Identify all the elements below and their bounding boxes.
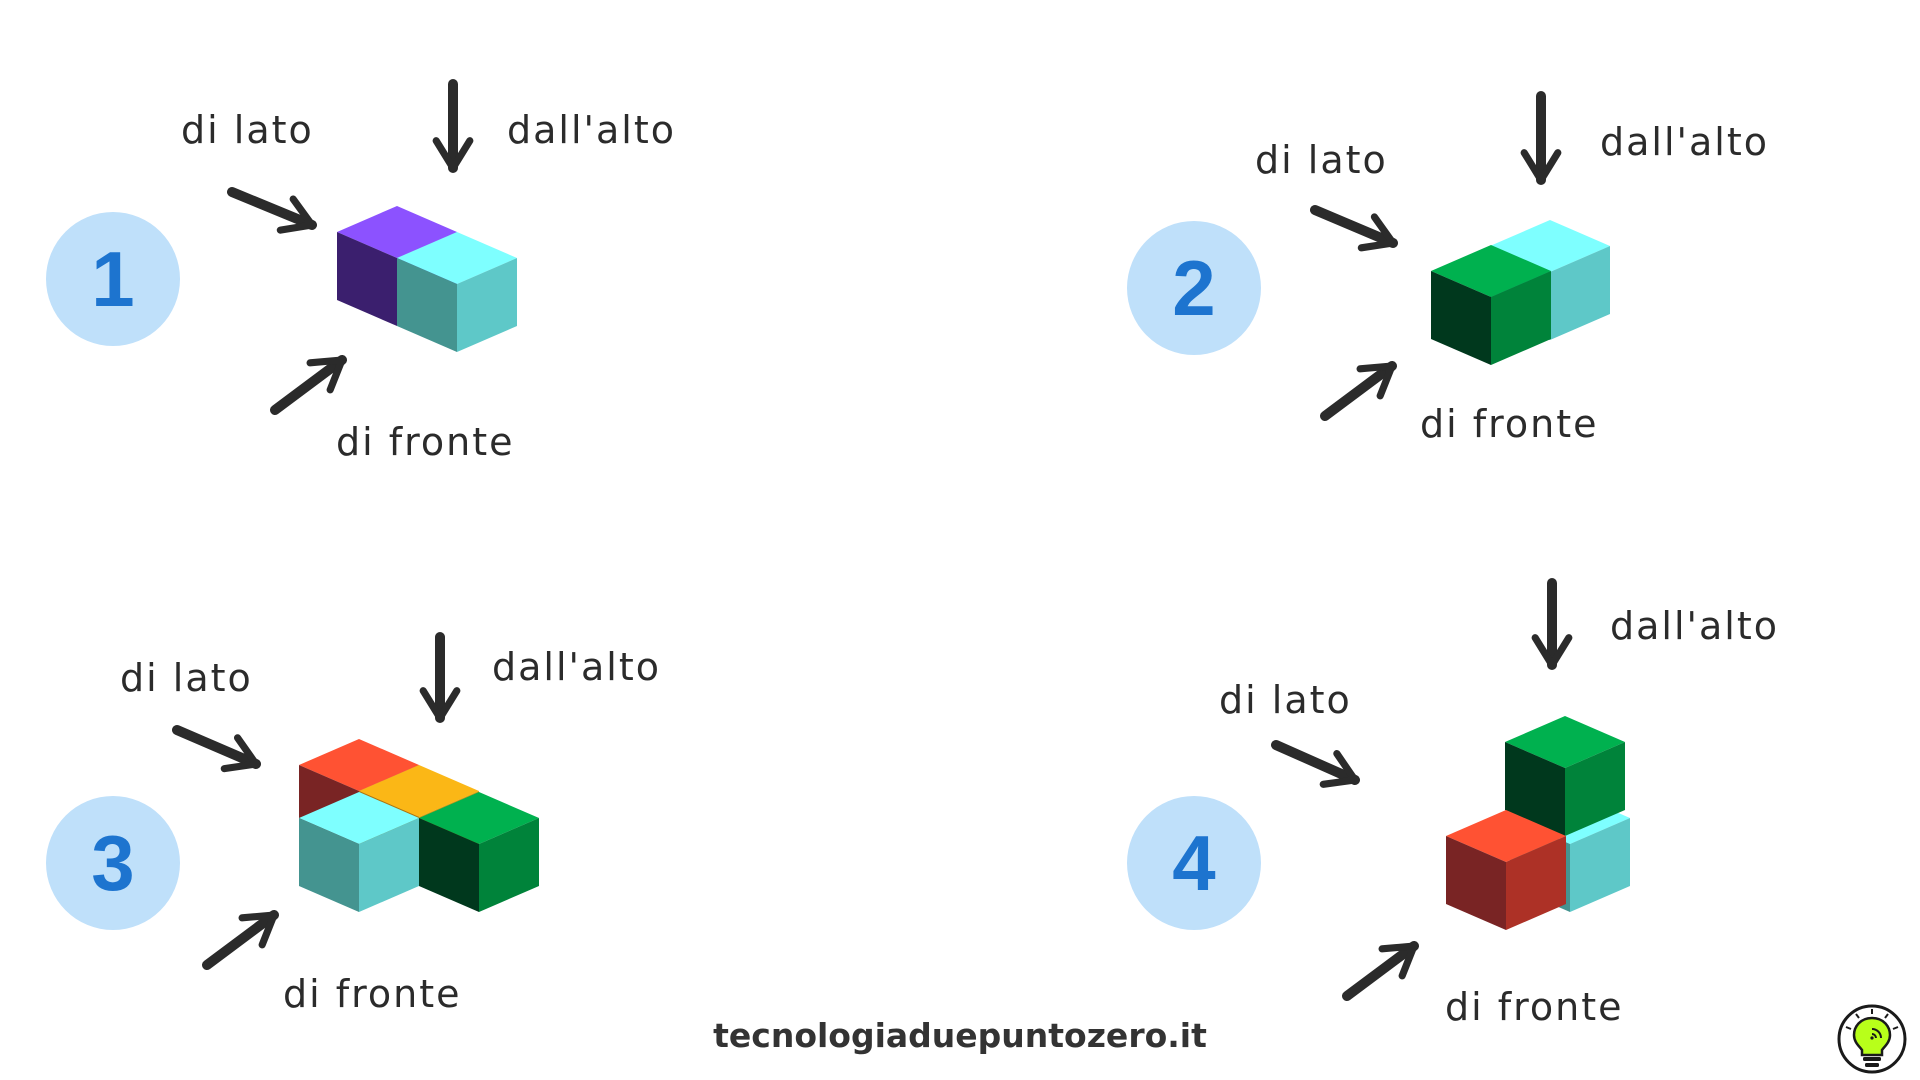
label-side-3: di lato bbox=[120, 656, 253, 700]
arrow-front-4 bbox=[1342, 941, 1419, 1001]
label-top-3: dall'alto bbox=[492, 645, 661, 689]
label-front-3: di fronte bbox=[283, 972, 462, 1016]
arrow-front-3 bbox=[202, 910, 279, 970]
label-top-2: dall'alto bbox=[1600, 120, 1769, 164]
figure-number: 1 bbox=[91, 234, 135, 323]
label-top-1: dall'alto bbox=[507, 108, 676, 152]
label-front-1: di fronte bbox=[336, 420, 515, 464]
cube-green bbox=[1505, 716, 1625, 836]
cube-green bbox=[1431, 245, 1551, 365]
arrow-front-2 bbox=[1320, 361, 1397, 421]
arrow-side-4 bbox=[1271, 740, 1360, 788]
site-footer: tecnologiaduepuntozero.it bbox=[713, 1016, 1207, 1055]
label-front-2: di fronte bbox=[1420, 402, 1599, 446]
figure-number-badge-2: 2 bbox=[1127, 221, 1261, 355]
arrow-front-1 bbox=[270, 355, 347, 415]
arrow-side-2 bbox=[1310, 205, 1398, 252]
block-figure-4 bbox=[1446, 716, 1630, 930]
label-side-2: di lato bbox=[1255, 138, 1388, 182]
cube-green bbox=[419, 792, 539, 912]
lightbulb-icon bbox=[1837, 1004, 1907, 1074]
block-figure-2 bbox=[1431, 220, 1610, 365]
label-side-4: di lato bbox=[1219, 678, 1352, 722]
figure-number-badge-1: 1 bbox=[46, 212, 180, 346]
figure-number: 2 bbox=[1172, 243, 1216, 332]
label-top-4: dall'alto bbox=[1610, 604, 1779, 648]
figure-number: 3 bbox=[91, 818, 135, 907]
arrow-side-1 bbox=[227, 187, 317, 234]
cube-cyan bbox=[397, 232, 517, 352]
label-side-1: di lato bbox=[181, 108, 314, 152]
block-figure-1 bbox=[337, 206, 517, 352]
figure-number-badge-3: 3 bbox=[46, 796, 180, 930]
figure-number: 4 bbox=[1172, 818, 1216, 907]
figure-number-badge-4: 4 bbox=[1127, 796, 1261, 930]
arrow-side-3 bbox=[172, 725, 261, 773]
block-figure-3 bbox=[299, 739, 539, 912]
cube-red bbox=[1446, 810, 1566, 930]
cube-cyan bbox=[299, 792, 419, 912]
label-front-4: di fronte bbox=[1445, 985, 1624, 1029]
